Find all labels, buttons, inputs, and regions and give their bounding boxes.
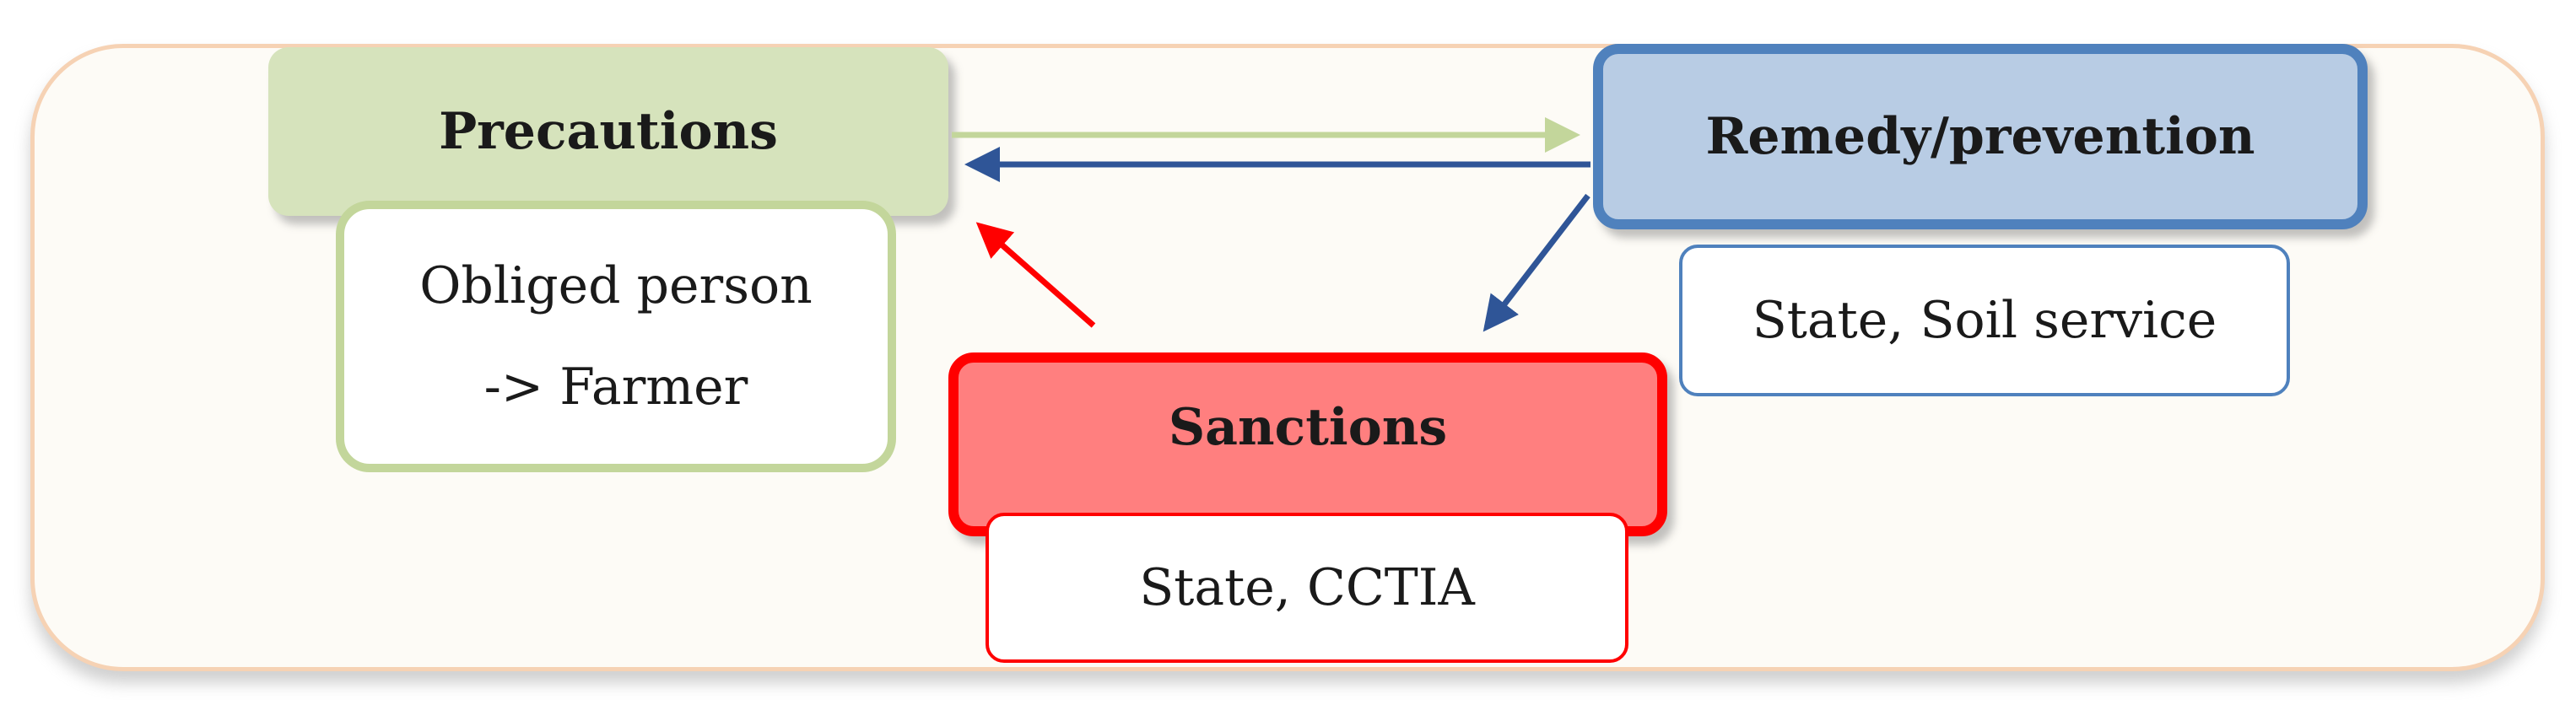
precautions-detail-box: Obliged person -> Farmer: [336, 201, 896, 472]
sanctions-detail-line-1: State, CCTIA: [1139, 558, 1475, 617]
sanctions-title: Sanctions: [1168, 398, 1448, 457]
remedy-node: Remedy/prevention: [1593, 44, 2368, 229]
arrow-remedy-to-sanctions: [1482, 193, 1590, 332]
sanctions-detail-box: State, CCTIA: [986, 513, 1628, 663]
sanctions-node: Sanctions: [948, 352, 1667, 536]
remedy-detail-box: State, Soil service: [1679, 245, 2290, 396]
remedy-title: Remedy/prevention: [1705, 107, 2255, 166]
precautions-node: Precautions: [268, 47, 948, 216]
precautions-title: Precautions: [439, 102, 778, 161]
precautions-detail-line-1: Obliged person: [419, 256, 813, 315]
arrow-sanctions-to-precautions: [975, 222, 1096, 328]
remedy-detail-line-1: State, Soil service: [1752, 291, 2217, 350]
precautions-detail-line-2: -> Farmer: [483, 358, 748, 417]
